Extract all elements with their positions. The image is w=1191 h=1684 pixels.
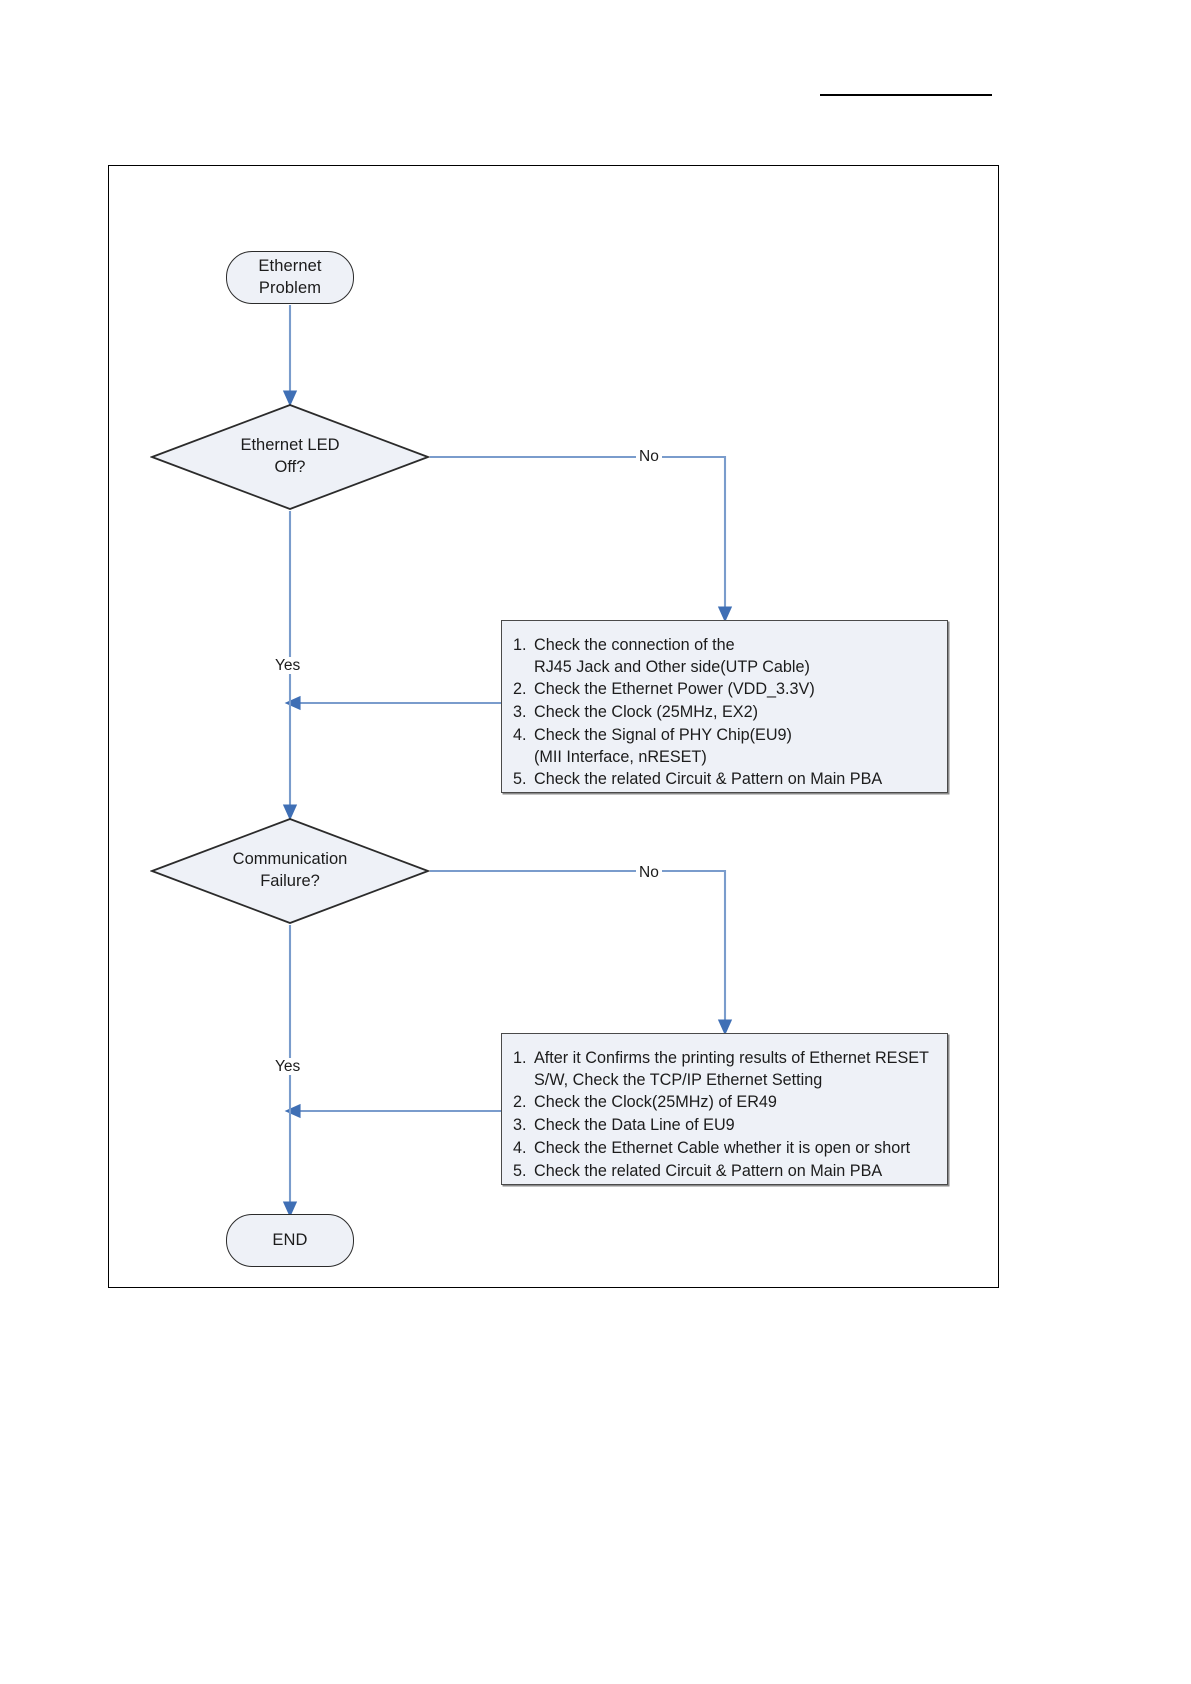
node-decision-ethernet-led-off[interactable]: Ethernet LED Off? bbox=[149, 403, 431, 511]
list-item-text: Check the Clock (25MHz, EX2) bbox=[534, 703, 759, 722]
node-decision1-line1: Ethernet LED bbox=[240, 436, 340, 455]
node-end-label: END bbox=[272, 1230, 308, 1249]
node-process-communication-checklist[interactable]: 1. After it Confirms the printing results… bbox=[501, 1033, 948, 1185]
node-start-line2: Problem bbox=[258, 278, 322, 297]
header-rule bbox=[820, 94, 992, 96]
list-item: 3. Check the Clock (25MHz, EX2) bbox=[513, 702, 937, 724]
list-item-text: Check the Ethernet Cable whether it is o… bbox=[534, 1138, 911, 1157]
list-item: 4. Check the Signal of PHY Chip(EU9) (MII… bbox=[513, 725, 937, 768]
list-item: 4. Check the Ethernet Cable whether it is… bbox=[513, 1138, 937, 1160]
node-decision1-label: Ethernet LED Off? bbox=[150, 403, 430, 511]
edge-label-yes-2: Yes bbox=[272, 1058, 304, 1076]
checklist-1: 1. Check the connection of the RJ45 Jack … bbox=[513, 635, 937, 791]
node-decision2-line2: Failure? bbox=[260, 872, 320, 890]
checklist-2: 1. After it Confirms the printing results… bbox=[513, 1048, 937, 1182]
node-decision-communication-failure[interactable]: Communication Failure? bbox=[149, 817, 431, 925]
node-decision1-line2: Off? bbox=[274, 458, 306, 476]
node-end[interactable]: END bbox=[226, 1214, 354, 1267]
edge-label-no-1: No bbox=[636, 448, 662, 466]
edge-label-yes-1: Yes bbox=[272, 657, 304, 675]
list-item: 2. Check the Clock(25MHz) of ER49 bbox=[513, 1092, 937, 1114]
list-item-number: 5. bbox=[513, 1161, 527, 1180]
list-item-number: 3. bbox=[513, 703, 527, 722]
diamond-shape-1 bbox=[149, 404, 431, 510]
list-item-number: 4. bbox=[513, 1138, 527, 1157]
list-item: 1. Check the connection of the RJ45 Jack … bbox=[513, 635, 937, 678]
list-item-text: After it Confirms the printing results o… bbox=[534, 1049, 929, 1089]
list-item-number: 4. bbox=[513, 725, 527, 744]
list-item-number: 3. bbox=[513, 1116, 527, 1135]
node-start-line1: Ethernet bbox=[258, 257, 322, 276]
list-item-text: Check the related Circuit & Pattern on M… bbox=[534, 770, 883, 789]
list-item-number: 2. bbox=[513, 1093, 527, 1112]
list-item: 5. Check the related Circuit & Pattern on… bbox=[513, 1161, 937, 1183]
list-item-number: 5. bbox=[513, 770, 527, 789]
list-item-text: Check the Clock(25MHz) of ER49 bbox=[534, 1093, 777, 1112]
list-item-text: Check the Signal of PHY Chip(EU9) (MII I… bbox=[534, 725, 792, 766]
list-item-text: Check the Data Line of EU9 bbox=[534, 1116, 735, 1135]
list-item: 5. Check the related Circuit & Pattern on… bbox=[513, 769, 937, 791]
list-item-text: Check the connection of the RJ45 Jack an… bbox=[534, 636, 810, 676]
list-item: 1. After it Confirms the printing results… bbox=[513, 1048, 937, 1091]
node-decision2-label: Communication Failure? bbox=[150, 817, 430, 925]
edge-label-no-2: No bbox=[636, 864, 662, 882]
list-item-text: Check the Ethernet Power (VDD_3.3V) bbox=[534, 680, 815, 699]
list-item-number: 2. bbox=[513, 680, 527, 699]
list-item: 2. Check the Ethernet Power (VDD_3.3V) bbox=[513, 679, 937, 701]
list-item-text: Check the related Circuit & Pattern on M… bbox=[534, 1161, 883, 1180]
node-decision2-line1: Communication bbox=[232, 850, 348, 869]
list-item: 3. Check the Data Line of EU9 bbox=[513, 1115, 937, 1137]
diamond-shape-2 bbox=[149, 818, 431, 924]
node-process-led-checklist[interactable]: 1. Check the connection of the RJ45 Jack … bbox=[501, 620, 948, 793]
list-item-number: 1. bbox=[513, 636, 527, 654]
list-item-number: 1. bbox=[513, 1049, 527, 1067]
